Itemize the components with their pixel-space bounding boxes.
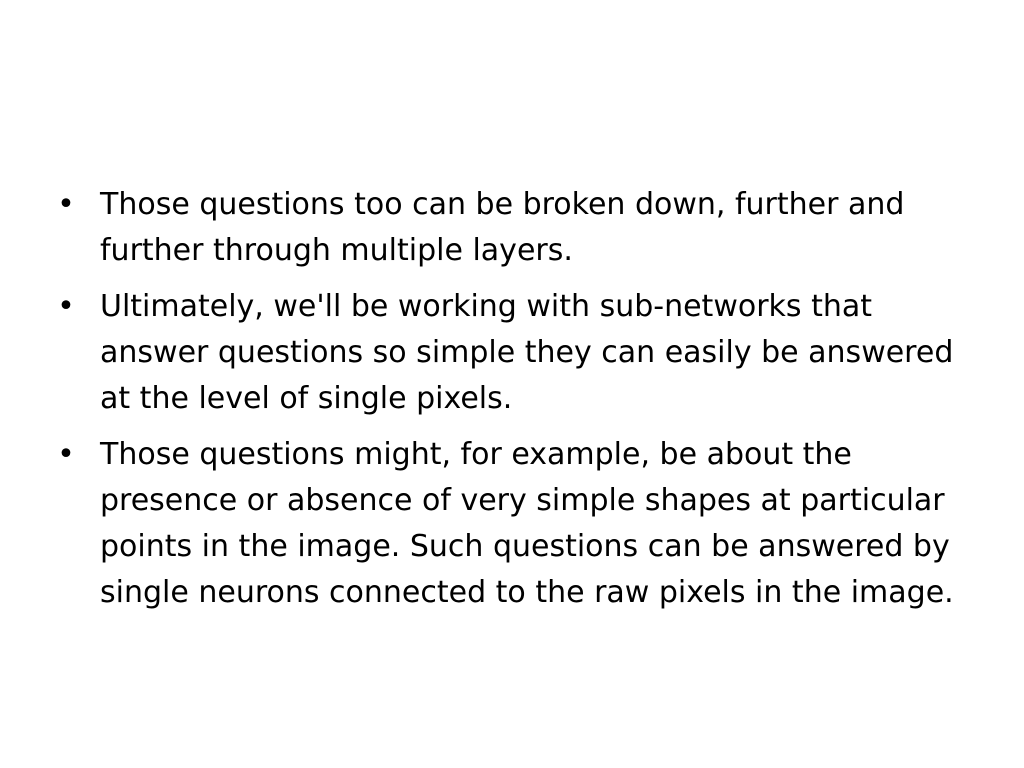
- bullet-item: • Those questions might, for example, be…: [56, 432, 976, 616]
- bullet-icon: •: [57, 437, 75, 472]
- bullet-icon: •: [57, 187, 75, 222]
- bullet-item: • Ultimately, we'll be working with sub-…: [56, 284, 976, 422]
- bullet-icon: •: [57, 289, 75, 324]
- bullet-text: Those questions might, for example, be a…: [100, 437, 954, 610]
- bullet-text: Those questions too can be broken down, …: [100, 187, 905, 268]
- bullet-text: Ultimately, we'll be working with sub-ne…: [100, 289, 954, 416]
- bullet-item: • Those questions too can be broken down…: [56, 182, 976, 274]
- bullet-list: • Those questions too can be broken down…: [56, 182, 976, 626]
